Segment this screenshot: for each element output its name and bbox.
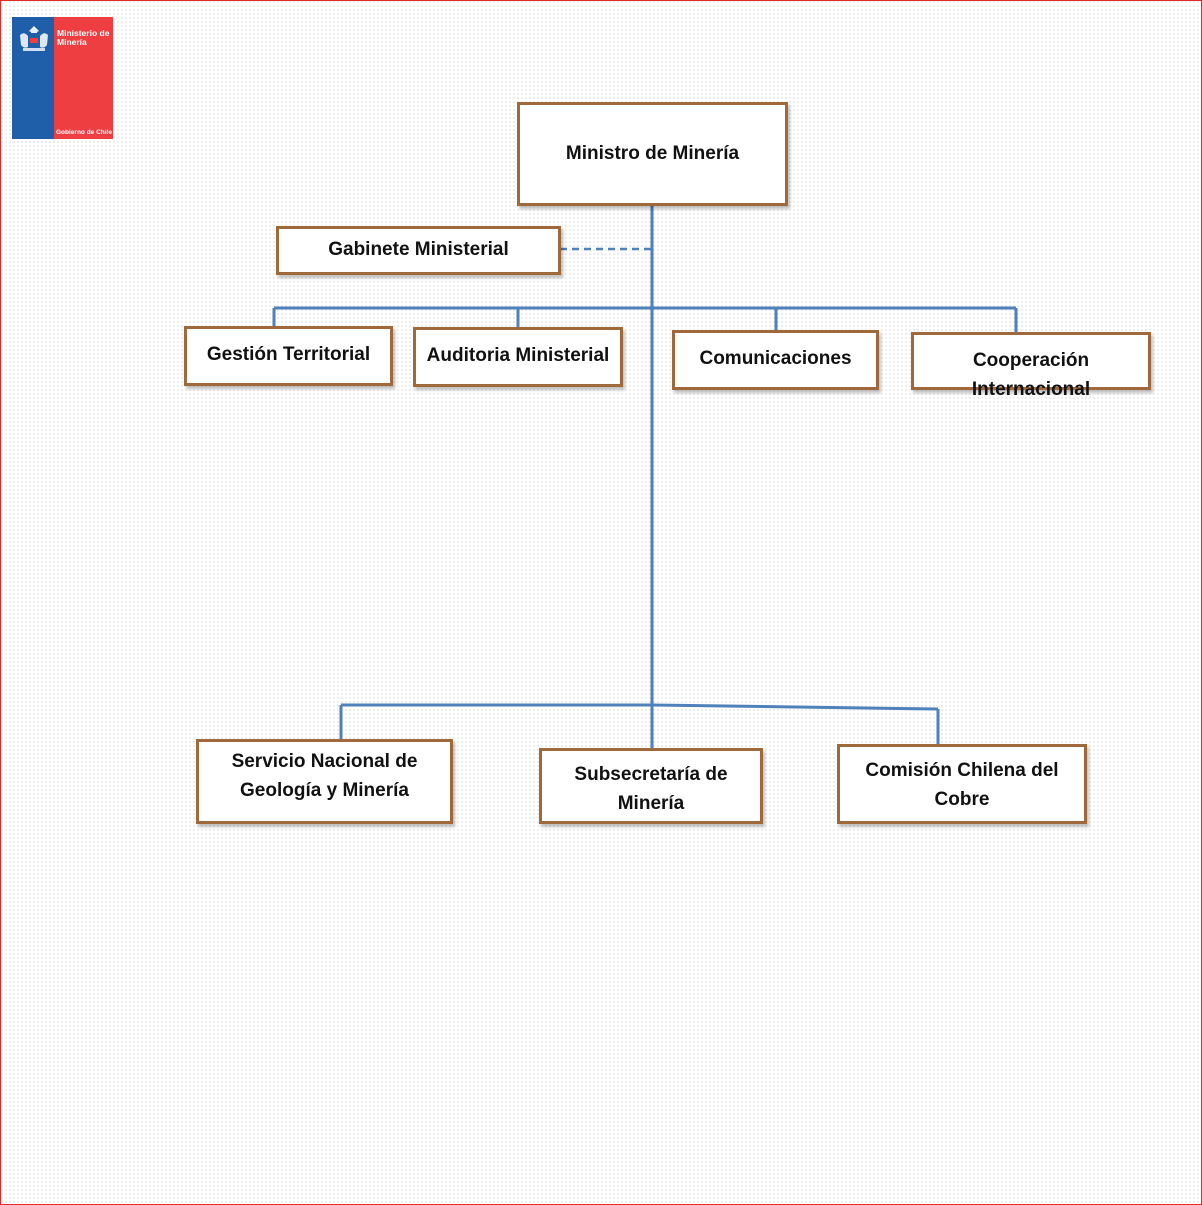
org-node-label: Comisión Chilena del Cobre (865, 760, 1059, 810)
services-horizontal-connector (341, 703, 939, 711)
org-node-label: Cooperación Internacional (971, 350, 1091, 400)
org-node-sernageomin: Servicio Nacional de Geología y Minería (196, 739, 453, 824)
org-node-ministro: Ministro de Minería (517, 102, 788, 206)
org-node-label: Gestión Territorial (206, 344, 371, 365)
org-node-label: Subsecretaría de Minería (574, 764, 728, 814)
org-node-auditoria-ministerial: Auditoria Ministerial (413, 327, 623, 387)
org-node-cooperacion-internacional: Cooperación Internacional (911, 332, 1151, 400)
org-node-gestion-territorial: Gestión Territorial (184, 326, 393, 386)
logo-blue-panel (12, 17, 54, 139)
org-node-label: Gabinete Ministerial (328, 239, 509, 261)
logo-red-panel: Ministerio de Minería Gobierno de Chile (54, 17, 113, 139)
logo-government-label: Gobierno de Chile (56, 129, 112, 136)
chile-coat-of-arms-icon (20, 26, 48, 51)
org-node-label: Comunicaciones (699, 348, 852, 369)
org-node-label: Servicio Nacional de Geología y Minería (231, 751, 418, 801)
logo-ministry-name: Ministerio de Minería (57, 28, 110, 47)
org-node-label: Auditoria Ministerial (426, 345, 610, 366)
org-node-gabinete: Gabinete Ministerial (276, 226, 561, 275)
org-node-comunicaciones: Comunicaciones (672, 330, 879, 390)
org-node-label: Ministro de Minería (565, 142, 740, 164)
ministry-logo: Ministerio de Minería Gobierno de Chile (12, 17, 113, 139)
org-node-cochilco: Comisión Chilena del Cobre (837, 744, 1087, 824)
org-node-subsecretaria: Subsecretaría de Minería (539, 748, 763, 824)
